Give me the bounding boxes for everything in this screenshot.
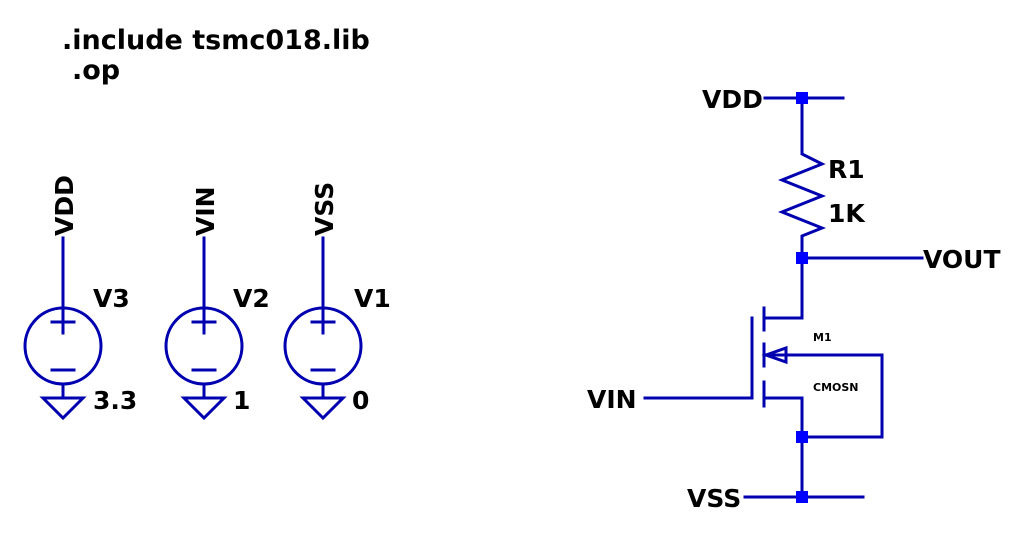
- junction-vout: [796, 252, 808, 264]
- net-label-vss: VSS: [310, 182, 339, 236]
- transistor-name: M1: [813, 331, 832, 344]
- resistor-r1[interactable]: [777, 144, 827, 260]
- source-name-v1: V1: [354, 284, 391, 313]
- net-label-vin: VIN: [191, 186, 220, 236]
- net-label-vdd-circuit: VDD: [702, 85, 763, 114]
- voltage-source-v3[interactable]: [23, 236, 103, 421]
- junction-vdd: [796, 92, 808, 104]
- voltage-source-v2[interactable]: [164, 236, 244, 421]
- net-label-vss-circuit: VSS: [687, 484, 741, 513]
- include-directive: .include tsmc018.lib: [62, 25, 370, 56]
- junction-vss: [796, 491, 808, 503]
- op-directive: .op: [72, 55, 120, 86]
- vout-wire: [800, 256, 924, 320]
- vss-wire: [743, 435, 884, 499]
- resistor-name: R1: [828, 155, 865, 184]
- net-label-vin-circuit: VIN: [587, 385, 637, 414]
- resistor-value: 1K: [828, 199, 866, 228]
- source-value-v3: 3.3: [93, 386, 137, 415]
- nmos-m1[interactable]: [750, 306, 884, 439]
- net-label-vdd: VDD: [50, 175, 79, 236]
- source-value-v1: 0: [352, 386, 369, 415]
- source-name-v2: V2: [233, 284, 270, 313]
- junction-source: [796, 431, 808, 443]
- transistor-model: CMOSN: [813, 381, 859, 394]
- voltage-source-v1[interactable]: [283, 236, 363, 421]
- source-name-v3: V3: [93, 284, 130, 313]
- source-value-v2: 1: [233, 386, 250, 415]
- net-label-vout: VOUT: [923, 245, 1001, 274]
- vdd-wire: [763, 96, 845, 148]
